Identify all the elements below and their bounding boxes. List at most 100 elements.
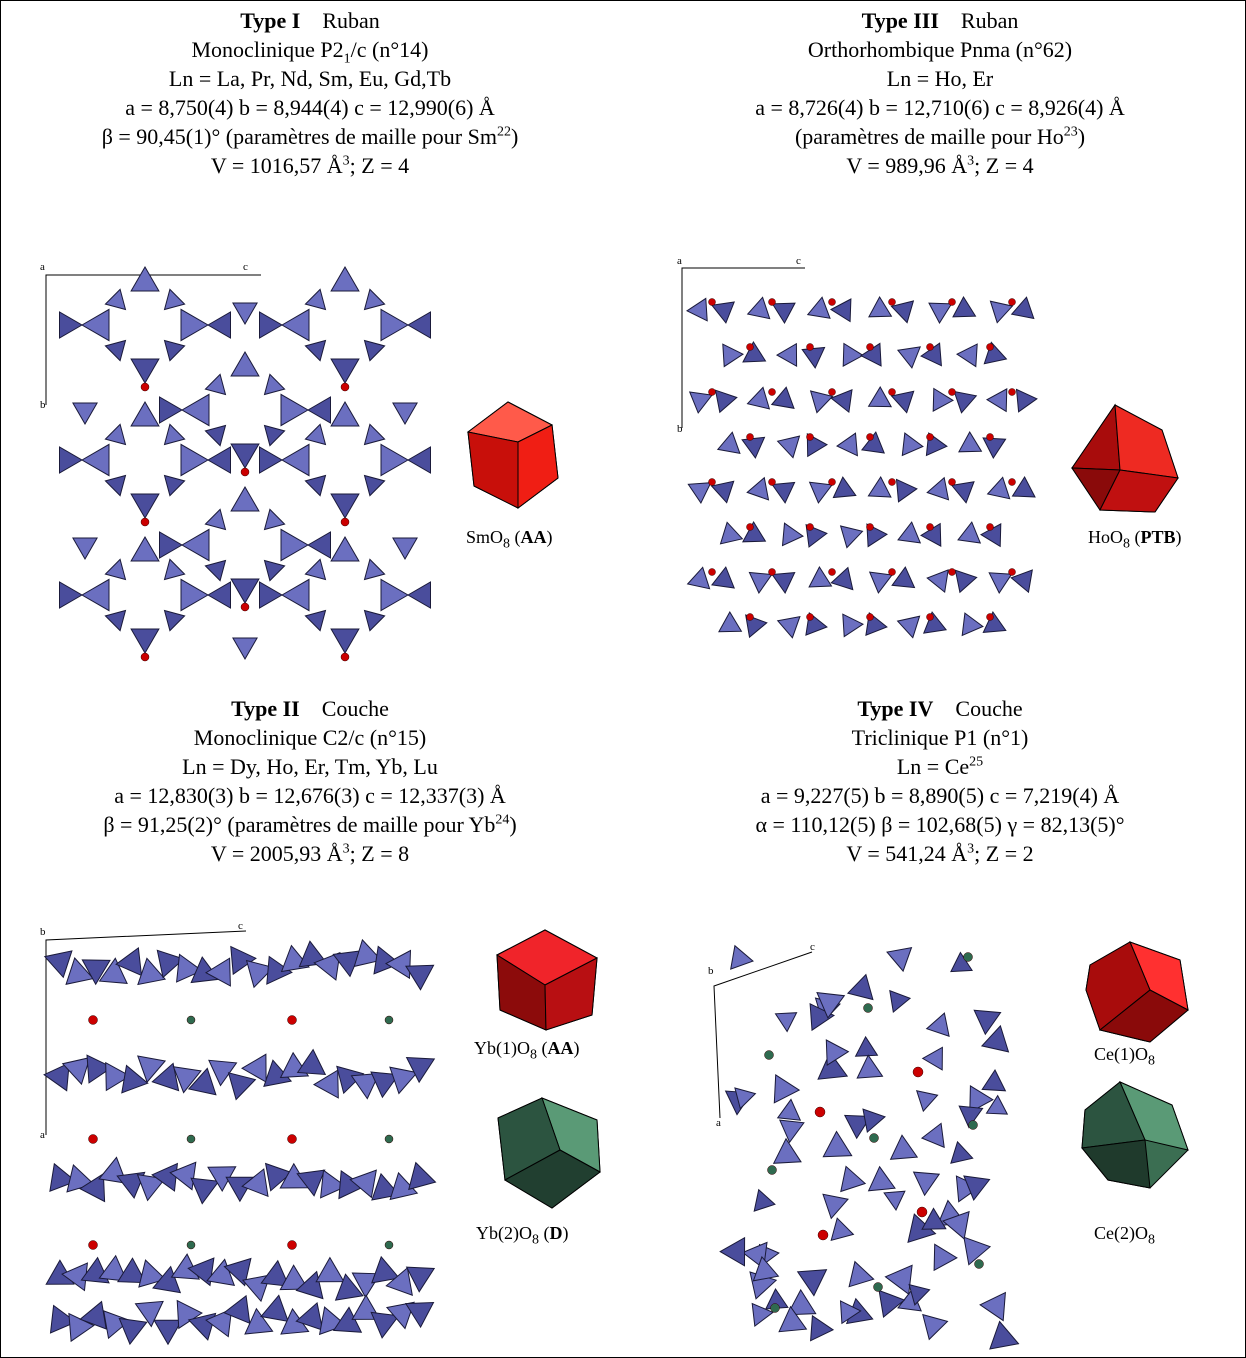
tetrahedron — [405, 1266, 436, 1293]
paren: ) — [1077, 124, 1086, 149]
axes-type-iii — [681, 267, 805, 428]
tetrahedron — [266, 955, 293, 985]
tetrahedron — [982, 437, 1007, 459]
crystal-system: Triclinique P1 (n°1) — [851, 725, 1029, 750]
tetrahedron — [163, 339, 186, 362]
tetrahedron — [72, 402, 98, 426]
tetrahedron — [204, 424, 227, 447]
tetrahedron — [207, 311, 231, 339]
tetrahedron — [746, 386, 771, 410]
tetrahedron — [49, 1304, 77, 1334]
label-hoo8: HoO8 (PTB) — [1088, 527, 1182, 552]
lanthanide-atom — [88, 1240, 98, 1250]
tetrahedron — [307, 396, 331, 424]
label-ce2o8: Ce(2)O8 — [1094, 1223, 1155, 1247]
tetrahedron — [363, 423, 386, 446]
tetrahedron — [205, 957, 231, 987]
tetrahedron — [304, 339, 327, 362]
tetrahedron — [330, 628, 360, 654]
tetrahedron — [979, 1291, 1006, 1322]
tetrahedron — [151, 1062, 180, 1092]
tetrahedron — [862, 1108, 886, 1134]
tetrahedron — [884, 1264, 913, 1296]
tetrahedron — [989, 300, 1014, 324]
tetrahedron — [886, 946, 913, 973]
tetrahedron — [363, 474, 386, 497]
tetrahedron — [408, 1161, 437, 1191]
tetrahedron — [714, 389, 738, 414]
paren: ) — [509, 812, 517, 837]
polyhedron-ce2o8 — [1081, 1081, 1189, 1189]
exponent: 3 — [342, 153, 350, 169]
tetrahedron — [816, 992, 846, 1019]
tetrahedron — [59, 581, 83, 609]
tetrahedron — [204, 508, 227, 531]
lanthanide-atom — [768, 568, 776, 576]
tetrahedron — [350, 1072, 380, 1100]
axes-type-ii — [45, 930, 247, 1135]
tetrahedron — [304, 609, 327, 632]
lanthanide-atom — [888, 568, 896, 576]
tetrahedron — [772, 1137, 802, 1164]
tetrahedron — [969, 1085, 994, 1114]
tetrahedron — [985, 388, 1008, 413]
structure-kind: Ruban — [960, 8, 1019, 33]
lanthanide-atom — [1008, 478, 1016, 486]
tetrahedron — [926, 569, 949, 594]
tetrahedron — [230, 351, 260, 377]
cell-volume: V = 989,96 Å — [846, 153, 968, 178]
cell-parameters: a = 8,726(4) b = 12,710(6) c = 8,926(4) … — [755, 95, 1125, 120]
tetrahedron — [207, 581, 231, 609]
formula: HoO — [1088, 527, 1123, 547]
lanthanide-atom — [340, 382, 350, 392]
tetrahedron — [950, 481, 975, 504]
axis-origin-label: a — [40, 261, 45, 273]
lanthanide-atom — [806, 523, 814, 531]
tetrahedron — [65, 957, 95, 985]
crystal-system: Monoclinique C2/c (n°15) — [193, 725, 427, 750]
z-value: ; Z = 8 — [349, 841, 410, 866]
lanthanide-atom — [708, 388, 716, 396]
tetrahedron — [363, 288, 386, 311]
structure-kind: Couche — [321, 696, 389, 721]
structure-type-ii — [43, 938, 437, 1346]
polyhedron-smo8 — [466, 401, 559, 509]
lanthanide-atom — [764, 1050, 774, 1060]
tetrahedron — [172, 1066, 202, 1094]
tetrahedron — [719, 521, 744, 545]
tetrahedron — [363, 609, 386, 632]
tetrahedron — [405, 1056, 436, 1084]
tetrahedron — [751, 1302, 774, 1328]
tetrahedron — [104, 423, 127, 446]
lanthanide-atom — [986, 613, 994, 621]
tetrahedron — [854, 1035, 879, 1057]
tetrahedron — [867, 386, 893, 408]
tetrahedron — [716, 431, 741, 455]
tetrahedron — [961, 612, 984, 637]
lanthanide-atom — [866, 613, 874, 621]
tetrahedron — [404, 1301, 435, 1329]
tetrahedron — [988, 572, 1013, 595]
cell-parameters: a = 8,750(4) b = 8,944(4) c = 12,990(6) … — [125, 95, 495, 120]
structure-kind: Couche — [955, 696, 1023, 721]
tetrahedron — [950, 1140, 974, 1164]
axis-h-label: c — [796, 255, 801, 267]
tetrahedron — [117, 1257, 147, 1284]
tetrahedron — [722, 343, 745, 368]
tetrahedron — [176, 953, 203, 983]
tetrahedron — [205, 1308, 233, 1338]
lanthanide-atom — [186, 1015, 196, 1025]
tetrahedron — [187, 1257, 215, 1287]
tetrahedron — [59, 311, 83, 339]
tetrahedron — [279, 1264, 309, 1291]
lanthanide-atom — [806, 343, 814, 351]
tetrahedron — [280, 528, 309, 562]
lanthanide-atom — [817, 1229, 829, 1241]
axis-v-label: a — [40, 1129, 45, 1141]
tetrahedron — [839, 1300, 862, 1325]
tetrahedron — [98, 957, 128, 984]
tetrahedron — [245, 959, 275, 989]
tetrahedron — [932, 387, 954, 412]
